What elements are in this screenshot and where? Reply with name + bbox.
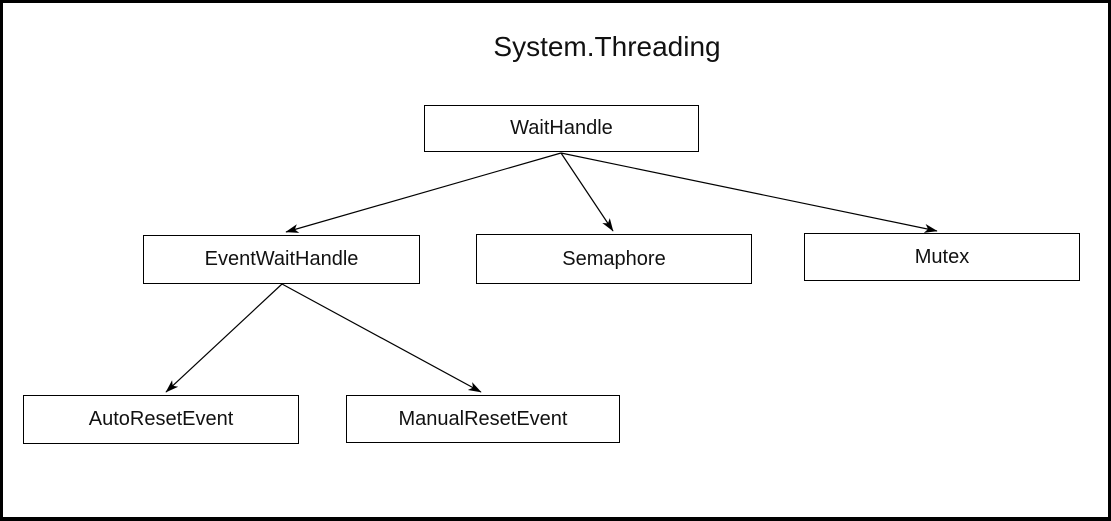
- node-waithandle: WaitHandle: [424, 105, 699, 152]
- node-eventwaithandle: EventWaitHandle: [143, 235, 420, 284]
- node-semaphore: Semaphore: [476, 234, 752, 284]
- node-mutex: Mutex: [804, 233, 1080, 281]
- edge-eventwaithandle-to-autoresetevent: [165, 283, 283, 393]
- edge-waithandle-to-mutex: [560, 152, 938, 233]
- edge-waithandle-to-semaphore: [560, 152, 614, 232]
- node-autoresetevent: AutoResetEvent: [23, 395, 299, 444]
- edge-waithandle-to-eventwaithandle: [285, 152, 562, 233]
- node-manualresetevent: ManualResetEvent: [346, 395, 620, 443]
- diagram-title: System.Threading: [493, 31, 721, 62]
- edge-eventwaithandle-to-manualresetevent: [281, 283, 482, 393]
